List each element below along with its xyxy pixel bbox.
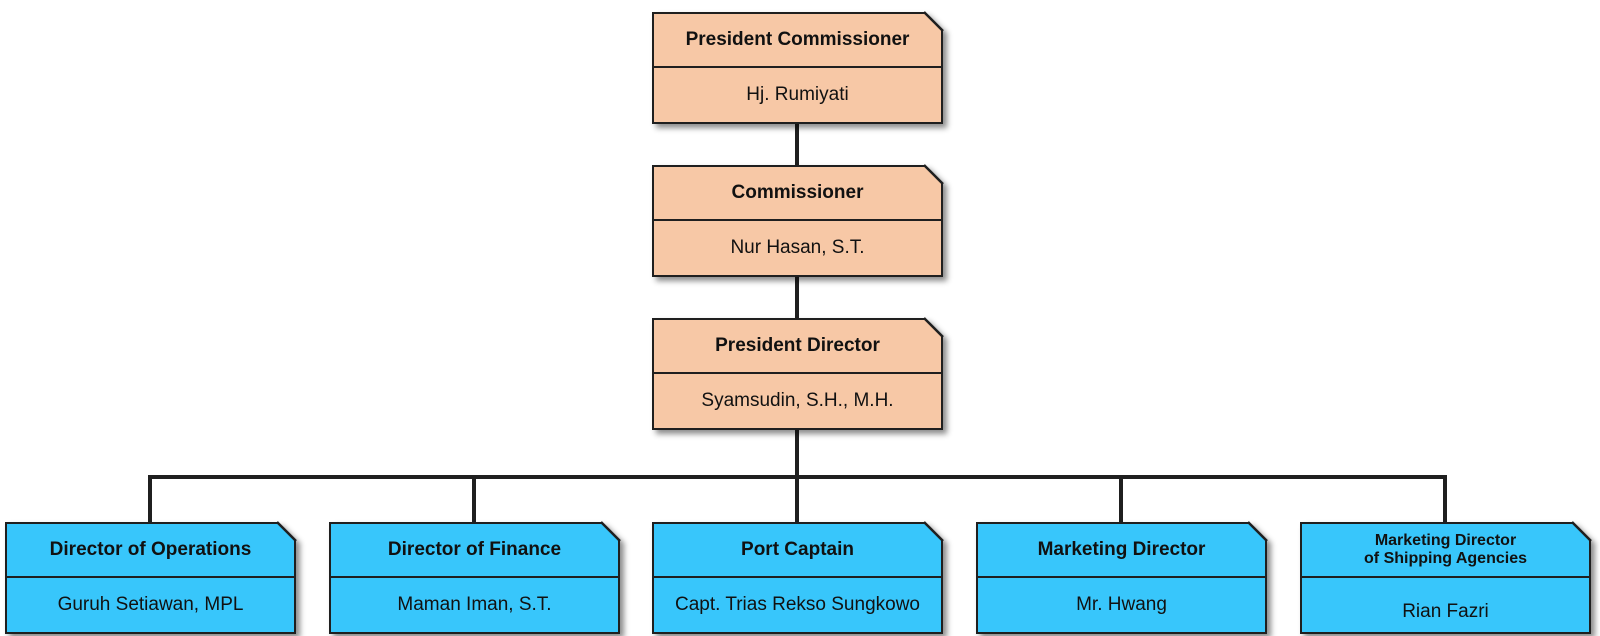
director-title: Port Captain [654, 524, 941, 578]
director-box-operations: Director of Operations Guruh Setiawan, M… [5, 521, 297, 634]
director-title: Director of Operations [7, 524, 294, 578]
president-commissioner-title: President Commissioner [654, 14, 941, 68]
director-name: Maman Iman, S.T. [397, 594, 552, 615]
director-box-marketing: Marketing Director Mr. Hwang [976, 521, 1268, 634]
director-name: Guruh Setiawan, MPL [57, 594, 244, 615]
commissioner-box: Commissioner Nur Hasan, S.T. [652, 164, 944, 277]
director-title: Director of Finance [331, 524, 618, 578]
president-director-box: President Director Syamsudin, S.H., M.H. [652, 317, 944, 430]
commissioner-title: Commissioner [654, 167, 941, 221]
director-box-finance: Director of Finance Maman Iman, S.T. [329, 521, 621, 634]
commissioner-name: Nur Hasan, S.T. [730, 237, 865, 258]
president-director-name: Syamsudin, S.H., M.H. [701, 390, 894, 411]
director-name: Rian Fazri [1402, 601, 1489, 622]
president-director-title: President Director [654, 320, 941, 374]
president-commissioner-name: Hj. Rumiyati [746, 84, 849, 105]
director-box-shipping-agencies: Marketing Director of Shipping Agencies … [1300, 521, 1592, 634]
director-box-port-captain: Port Captain Capt. Trias Rekso Sungkowo [652, 521, 944, 634]
director-name: Capt. Trias Rekso Sungkowo [674, 594, 920, 615]
director-title: Marketing Director of Shipping Agencies [1302, 524, 1589, 578]
president-commissioner-box: President Commissioner Hj. Rumiyati [652, 11, 944, 124]
director-title: Marketing Director [978, 524, 1265, 578]
director-name: Mr. Hwang [1076, 594, 1167, 615]
